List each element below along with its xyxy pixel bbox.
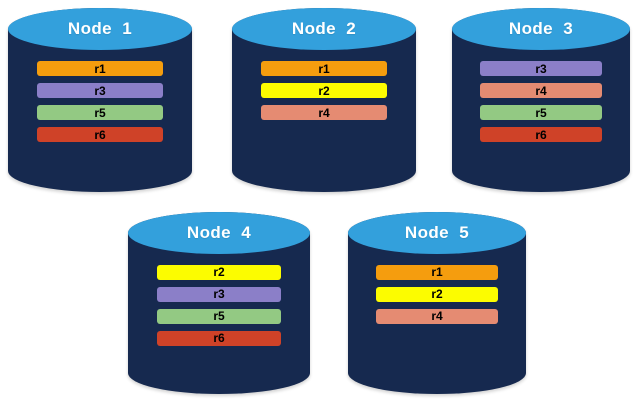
shard-bar-r5[interactable]: r5 <box>37 105 163 121</box>
node-label: Node 4 <box>186 222 252 242</box>
cylinder-top-ellipse <box>128 212 310 254</box>
shard-bar-r5[interactable]: r5 <box>157 308 281 324</box>
shard-bar-r4[interactable]: r4 <box>376 308 498 324</box>
cylinder-top-ellipse <box>8 8 192 51</box>
shard-bar-r4[interactable]: r4 <box>261 105 387 121</box>
database-node-5[interactable]: Node 5 r1 r2 r4 <box>348 212 526 394</box>
shard-bar-r1[interactable]: r1 <box>37 61 163 77</box>
database-node-1[interactable]: Node 1 r1 r3 r5 r6 <box>8 8 192 192</box>
shard-bar-r2[interactable]: r2 <box>261 83 387 99</box>
node-label: Node 5 <box>404 222 470 242</box>
shard-bar-r6[interactable]: r6 <box>37 127 163 143</box>
shard-bar-r6[interactable]: r6 <box>480 127 602 143</box>
shard-bar-r1[interactable]: r1 <box>376 264 498 280</box>
shard-list: r1 r2 r4 <box>348 264 526 324</box>
shard-bar-r5[interactable]: r5 <box>480 105 602 121</box>
shard-bar-r2[interactable]: r2 <box>157 264 281 280</box>
database-node-4[interactable]: Node 4 r2 r3 r5 r6 <box>128 212 310 394</box>
cylinder-top-ellipse <box>348 212 526 254</box>
shard-bar-r3[interactable]: r3 <box>480 61 602 77</box>
shard-list: r2 r3 r5 r6 <box>128 264 310 346</box>
cylinder-top-ellipse <box>452 8 630 51</box>
shard-list: r1 r2 r4 <box>232 61 416 121</box>
shard-bar-r3[interactable]: r3 <box>37 83 163 99</box>
database-node-2[interactable]: Node 2 r1 r2 r4 <box>232 8 416 192</box>
cylinder-top-ellipse <box>232 8 416 51</box>
shard-bar-r1[interactable]: r1 <box>261 61 387 77</box>
node-label: Node 1 <box>67 19 133 39</box>
shard-list: r3 r4 r5 r6 <box>452 61 630 143</box>
node-label: Node 3 <box>508 19 574 39</box>
database-node-3[interactable]: Node 3 r3 r4 r5 r6 <box>452 8 630 192</box>
shard-bar-r2[interactable]: r2 <box>376 286 498 302</box>
node-label: Node 2 <box>291 19 357 39</box>
shard-bar-r6[interactable]: r6 <box>157 330 281 346</box>
shard-list: r1 r3 r5 r6 <box>8 61 192 143</box>
shard-bar-r3[interactable]: r3 <box>157 286 281 302</box>
shard-bar-r4[interactable]: r4 <box>480 83 602 99</box>
